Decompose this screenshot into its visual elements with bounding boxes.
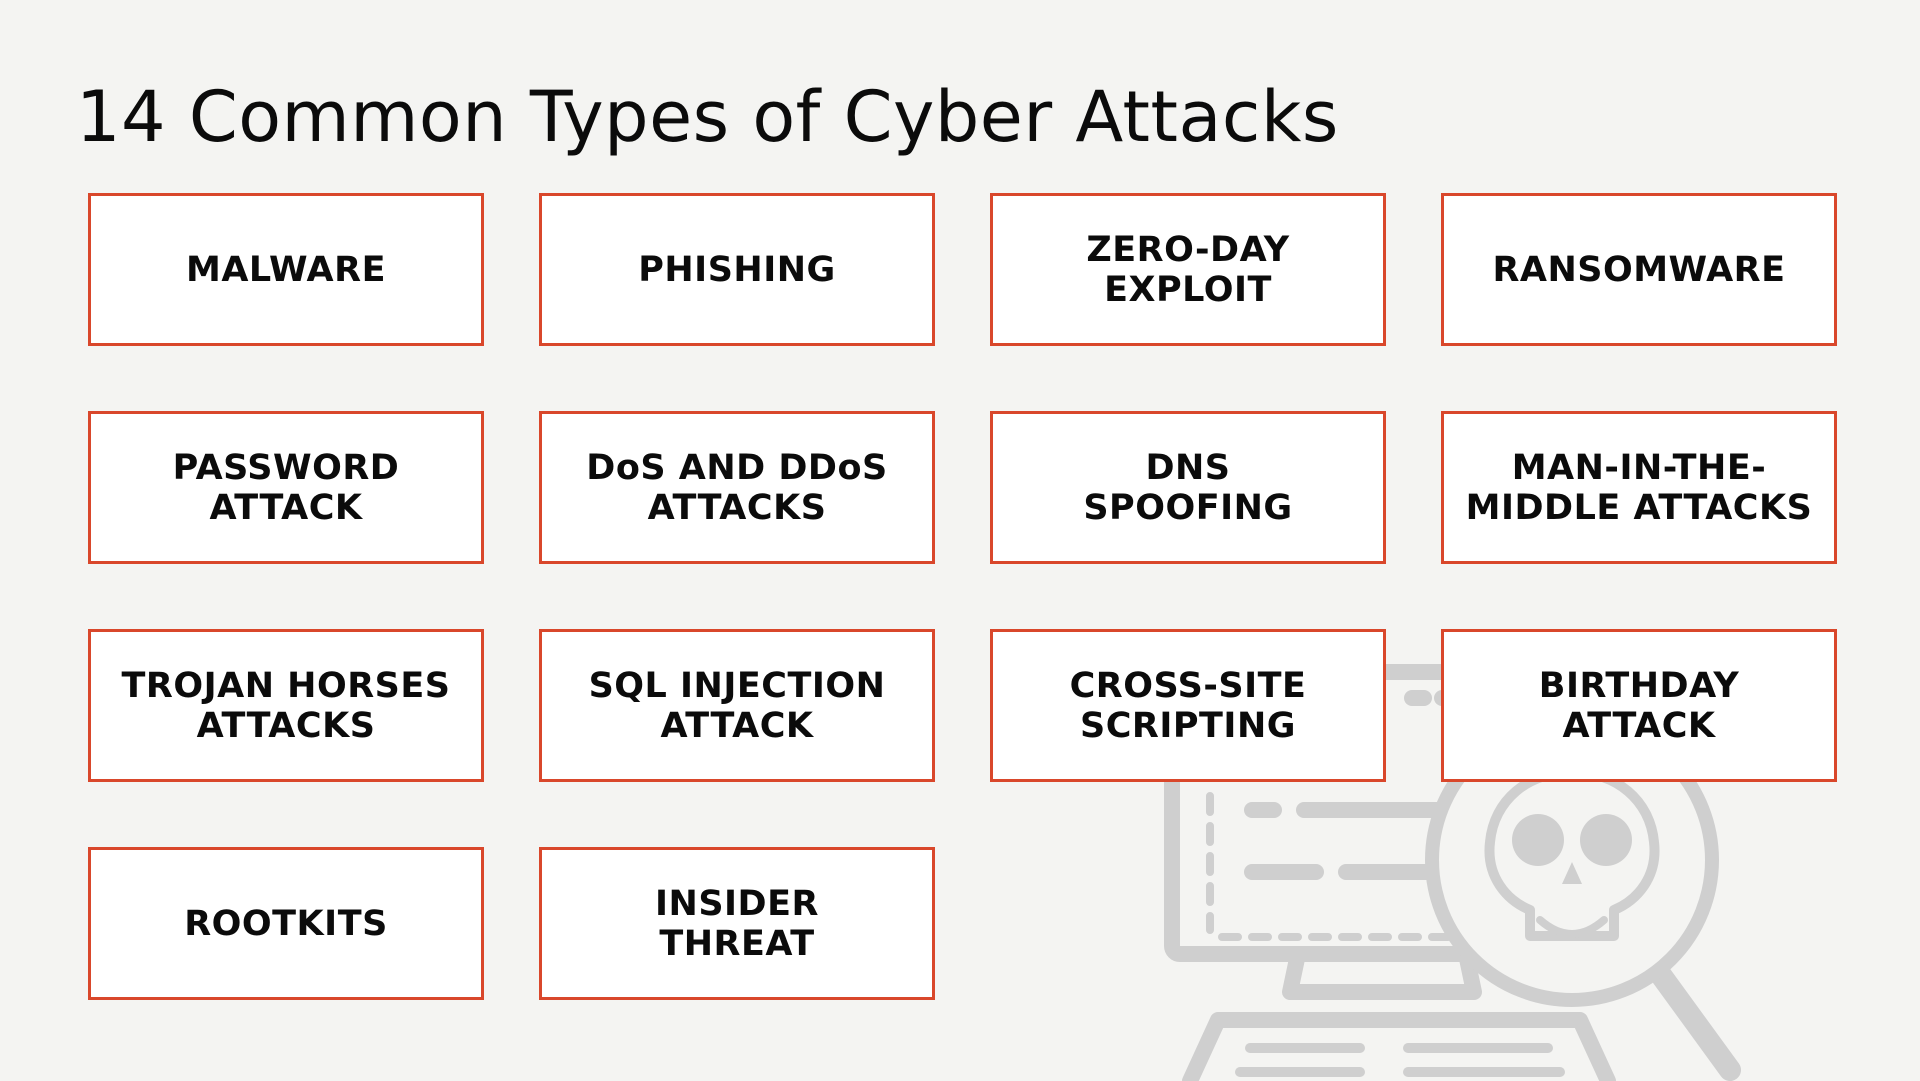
magnifier-handle xyxy=(1639,949,1741,1081)
attack-label: RANSOMWARE xyxy=(1492,249,1786,290)
attack-card-zero-day-exploit: ZERO-DAY EXPLOIT xyxy=(990,193,1386,346)
attack-label: BIRTHDAY ATTACK xyxy=(1538,665,1740,746)
attack-card-dos-ddos: DoS AND DDoS ATTACKS xyxy=(539,411,935,564)
attack-card-ransomware: RANSOMWARE xyxy=(1441,193,1837,346)
attack-card-malware: MALWARE xyxy=(88,193,484,346)
monitor-stand xyxy=(1282,946,1482,1000)
page-title: 14 Common Types of Cyber Attacks xyxy=(76,76,1339,158)
attack-card-man-in-the-middle: MAN-IN-THE- MIDDLE ATTACKS xyxy=(1441,411,1837,564)
attack-card-password-attack: PASSWORD ATTACK xyxy=(88,411,484,564)
attack-label: PASSWORD ATTACK xyxy=(172,447,400,528)
attack-card-phishing: PHISHING xyxy=(539,193,935,346)
skull-jaw xyxy=(1536,916,1608,938)
attack-card-birthday-attack: BIRTHDAY ATTACK xyxy=(1441,629,1837,782)
skull-eye-right xyxy=(1580,814,1632,866)
attack-label: DoS AND DDoS ATTACKS xyxy=(586,447,888,528)
attack-label: ROOTKITS xyxy=(184,903,388,944)
attack-label: MAN-IN-THE- MIDDLE ATTACKS xyxy=(1465,447,1813,528)
attack-label: CROSS-SITE SCRIPTING xyxy=(1069,665,1307,746)
attack-label: SQL INJECTION ATTACK xyxy=(588,665,886,746)
attack-label: TROJAN HORSES ATTACKS xyxy=(121,665,451,746)
attack-card-dns-spoofing: DNS SPOOFING xyxy=(990,411,1386,564)
skull-nose xyxy=(1562,862,1582,884)
attack-card-sql-injection: SQL INJECTION ATTACK xyxy=(539,629,935,782)
attack-label: PHISHING xyxy=(638,249,836,290)
attack-card-cross-site-scripting: CROSS-SITE SCRIPTING xyxy=(990,629,1386,782)
attack-label: INSIDER THREAT xyxy=(655,883,819,964)
attack-label: DNS SPOOFING xyxy=(1083,447,1293,528)
attack-label: MALWARE xyxy=(186,249,386,290)
attack-label: ZERO-DAY EXPLOIT xyxy=(1086,229,1290,310)
attack-card-insider-threat: INSIDER THREAT xyxy=(539,847,935,1000)
skull-eye-left xyxy=(1512,814,1564,866)
keyboard xyxy=(1182,1012,1616,1081)
attack-card-trojan-horses: TROJAN HORSES ATTACKS xyxy=(88,629,484,782)
attack-types-grid: MALWARE PHISHING ZERO-DAY EXPLOIT RANSOM… xyxy=(88,193,1840,1000)
attack-card-rootkits: ROOTKITS xyxy=(88,847,484,1000)
